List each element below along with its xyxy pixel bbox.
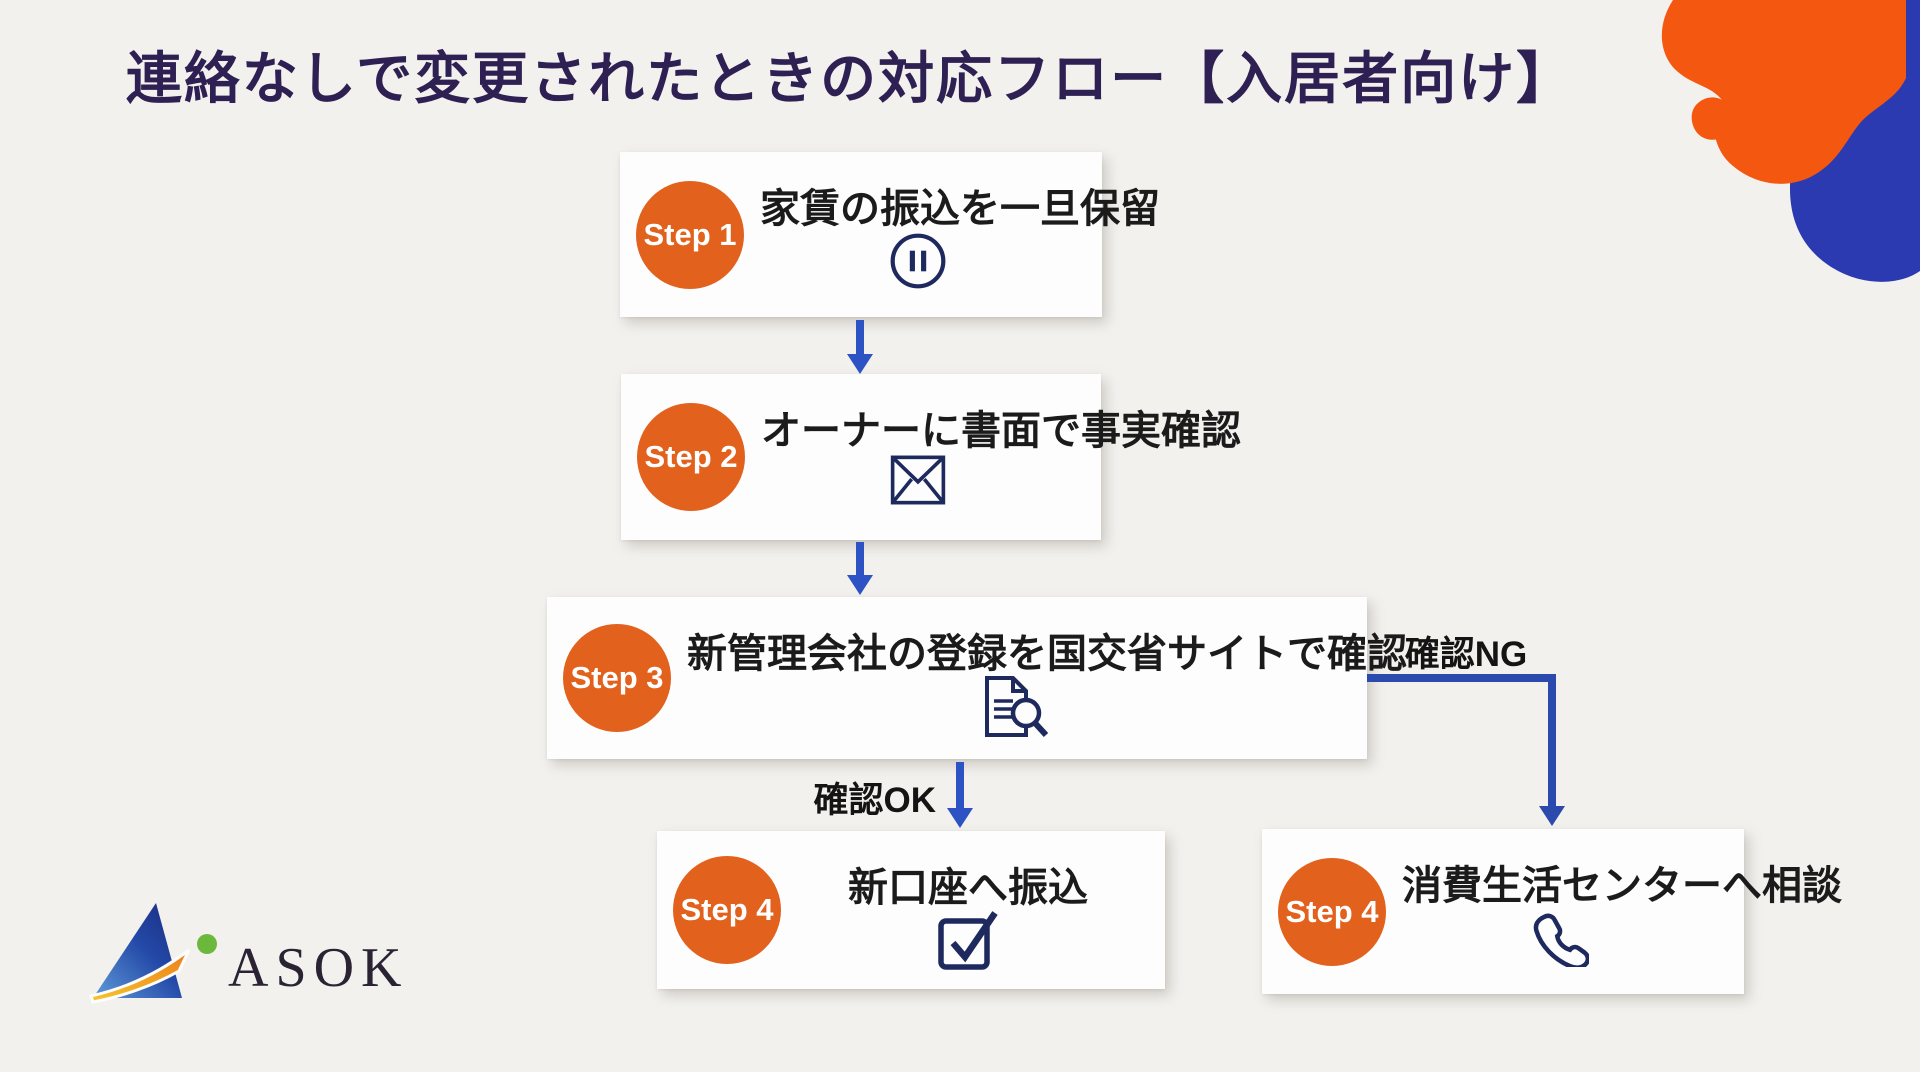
branch-ng-label: 確認NG — [1404, 635, 1528, 674]
arrow-step2-to-step3 — [856, 542, 864, 575]
step4-ok-box: Step 4 新口座へ振込 — [657, 831, 1165, 989]
logo-wordmark: ASOK — [228, 937, 405, 999]
branch-ok-label: 確認OK — [813, 781, 936, 820]
logo-green-dot — [197, 934, 217, 954]
step3-label: 新管理会社の登録を国交省サイトで確認 — [687, 632, 1407, 676]
arrow-step3-to-step4-ok — [956, 762, 964, 808]
step3-box: Step 3 新管理会社の登録を国交省サイトで確認 — [547, 597, 1407, 759]
step2-badge: Step 2 — [637, 403, 745, 511]
orange-blob-shape — [1661, 0, 1906, 184]
step2-box: Step 2 オーナーに書面で事実確認 — [621, 374, 1241, 540]
page-title: 連絡なしで変更されたときの対応フロー【入居者向け】 — [125, 47, 1575, 110]
step3-badge-label: Step 3 — [570, 660, 664, 695]
checkbox-icon — [797, 905, 1139, 973]
company-logo: ASOK — [89, 903, 405, 1004]
arrow-step1-to-step2 — [856, 320, 864, 354]
step4-ng-label: 消費生活センターへ相談 — [1402, 864, 1842, 908]
document-search-icon — [687, 675, 1341, 739]
step4-ok-label: 新口座へ振込 — [848, 866, 1088, 910]
connector-ng-horizontal — [1367, 674, 1556, 682]
step2-badge-label: Step 2 — [644, 439, 738, 474]
orange-droplet-shape — [1691, 97, 1733, 140]
step1-badge: Step 1 — [636, 180, 744, 289]
step4-ng-badge: Step 4 — [1278, 857, 1386, 966]
step2-label: オーナーに書面で事実確認 — [761, 409, 1241, 453]
step4-ok-badge-label: Step 4 — [680, 892, 774, 927]
step4-ng-box: Step 4 消費生活センターへ相談 — [1262, 829, 1842, 994]
step4-ng-badge-label: Step 4 — [1285, 893, 1379, 929]
arrow-ng-to-step4 — [1548, 674, 1556, 806]
corner-blobs-decoration — [1661, 0, 1920, 282]
logo-swoosh — [89, 948, 191, 1004]
step3-badge: Step 3 — [563, 624, 671, 732]
step4-ok-badge: Step 4 — [673, 856, 781, 964]
step1-badge-label: Step 1 — [643, 216, 737, 252]
mail-icon — [761, 452, 1075, 508]
pause-icon — [760, 230, 1076, 292]
step1-box: Step 1 家賃の振込を一旦保留 — [620, 152, 1160, 317]
step1-label: 家賃の振込を一旦保留 — [760, 187, 1160, 231]
phone-icon — [1402, 909, 1718, 967]
